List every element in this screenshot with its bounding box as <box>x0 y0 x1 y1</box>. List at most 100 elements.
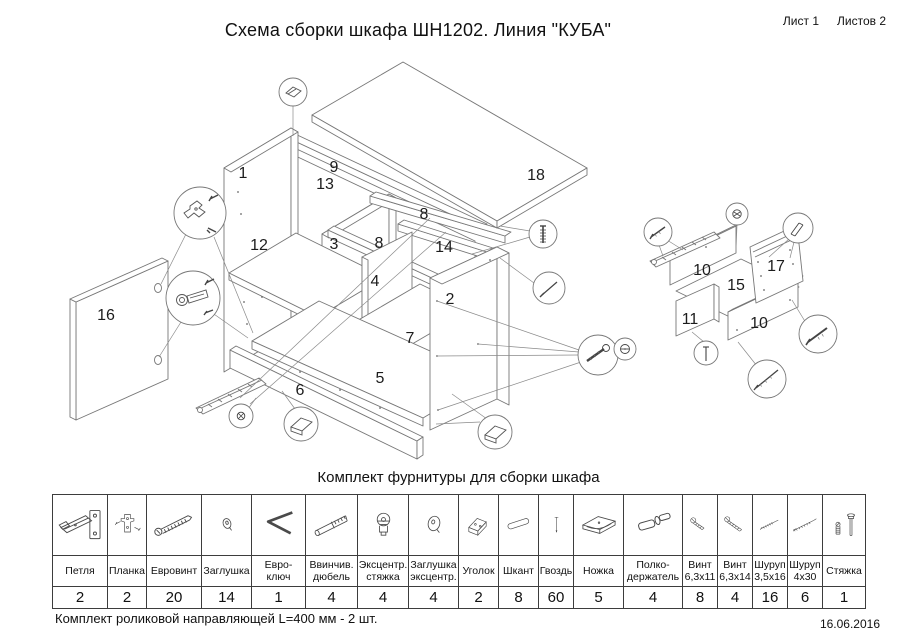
hardware-qty-cell: 8 <box>682 586 718 609</box>
page-title: Схема сборки шкафа ШН1202. Линия "КУБА" <box>224 20 612 40</box>
part-label-2: 2 <box>446 291 455 308</box>
hardware-qty-cell: 4 <box>305 586 358 609</box>
hardware-icon-cell <box>822 494 866 556</box>
hardware-icon-cell <box>408 494 459 556</box>
sheets-total-label: Листов 2 <box>837 14 886 28</box>
hardware-icon-cell <box>107 494 147 556</box>
drawer-front-panel <box>749 224 804 304</box>
hardware-qty-cell: 60 <box>538 586 574 609</box>
hardware-icon-cell <box>146 494 202 556</box>
document-date: 16.06.2016 <box>819 617 880 631</box>
hardware-name-cell: Стяжка <box>822 555 866 587</box>
nail-icon <box>541 503 572 547</box>
hardware-icon-cell <box>458 494 499 556</box>
hexkey-icon <box>254 503 304 547</box>
pin-detail-circle <box>532 271 566 305</box>
part-label-8: 8 <box>375 235 384 252</box>
hardware-icon-cell <box>573 494 624 556</box>
part-label-13: 13 <box>316 176 334 193</box>
hardware-qty-cell: 1 <box>822 586 866 609</box>
hardware-name-cell: Винт 6,3х11 <box>682 555 718 587</box>
hardware-icon-cell <box>682 494 718 556</box>
hardware-table-title: Комплект фурнитуры для сборки шкафа <box>317 469 600 486</box>
hardware-name-cell: Ввинчив. дюбель <box>305 555 358 587</box>
bolt-detail-circle <box>798 314 838 354</box>
hardware-qty-cell: 4 <box>717 586 753 609</box>
hardware-icon-cell <box>357 494 409 556</box>
nail-detail-circle <box>693 340 719 366</box>
hardware-icon-cell <box>251 494 306 556</box>
hardware-name-cell: Полко- держатель <box>623 555 683 587</box>
hardware-name-cell: Евровинт <box>146 555 202 587</box>
hardware-qty-cell: 4 <box>357 586 409 609</box>
hardware-icon-cell <box>498 494 539 556</box>
hardware-icon-cell <box>538 494 574 556</box>
foot-detail-circle-right <box>477 414 513 450</box>
hardware-icon-cell <box>305 494 358 556</box>
hardware-icon-cell <box>52 494 108 556</box>
roller-slide-left <box>195 377 267 415</box>
part-label-16: 16 <box>97 307 115 324</box>
drill-hole-marks <box>237 191 794 411</box>
hardware-name-cell: Шуруп 3,5х16 <box>752 555 788 587</box>
part-label-10: 10 <box>693 262 711 279</box>
mounting-plate-detail-circle <box>173 186 227 240</box>
part-label-6: 6 <box>296 382 305 399</box>
plate-icon <box>110 503 145 547</box>
leader-lines <box>158 106 807 425</box>
hardware-qty-cell: 2 <box>52 586 108 609</box>
threaded-dowel-detail-circle <box>528 219 558 249</box>
cam-detail-circle-2 <box>725 202 749 226</box>
hinge-icon <box>55 503 106 547</box>
hardware-qty-cell: 5 <box>573 586 624 609</box>
detail-circles <box>165 77 838 450</box>
part-label-11: 11 <box>682 311 699 328</box>
roller-guide-note: Комплект роликовой направляющей L=400 мм… <box>55 611 378 626</box>
part-label-12: 12 <box>250 237 268 254</box>
eccentric-bolt-detail-circle <box>577 334 619 376</box>
hardware-icons-row <box>52 494 866 556</box>
hardware-name-cell: Эксцентр. стяжка <box>357 555 409 587</box>
hardware-name-cell: Шкант <box>498 555 539 587</box>
hardware-qty-cell: 20 <box>146 586 202 609</box>
foot-detail-circle-left <box>283 406 319 442</box>
hardware-name-cell: Ножка <box>573 555 624 587</box>
screw-short-icon <box>685 503 716 547</box>
hardware-name-cell: Планка <box>107 555 147 587</box>
hardware-qty-cell: 2 <box>458 586 499 609</box>
sheet-number-label: Лист 1 <box>782 14 819 28</box>
hardware-qty-cell: 14 <box>201 586 252 609</box>
part-label-17: 17 <box>767 258 785 275</box>
dowel-icon <box>501 503 537 547</box>
part-label-5: 5 <box>376 370 385 387</box>
hardware-name-cell: Заглушка <box>201 555 252 587</box>
connector-bolt-icon <box>825 503 864 547</box>
corner-bracket-icon <box>461 503 497 547</box>
rail-profile-detail-circle <box>782 212 814 244</box>
part-label-18: 18 <box>527 167 545 184</box>
cam-detail-circle <box>613 337 637 361</box>
euroscrew-icon <box>149 503 200 547</box>
hardware-qty-cell: 1 <box>251 586 306 609</box>
part-label-15: 15 <box>727 277 745 294</box>
hinge-detail-circle <box>165 270 221 326</box>
part-label-4: 4 <box>371 273 380 290</box>
hardware-icon-cell <box>201 494 252 556</box>
hardware-name-cell: Петля <box>52 555 108 587</box>
wood-screw-icon <box>790 503 821 547</box>
part-label-1: 1 <box>239 165 248 182</box>
left-shelf <box>228 232 386 325</box>
hardware-name-cell: Гвоздь <box>538 555 574 587</box>
hardware-icon-cell <box>717 494 753 556</box>
foot-icon <box>576 503 622 547</box>
eccentric-cam-icon <box>360 503 407 547</box>
part-label-9: 9 <box>330 159 339 176</box>
long-screw-detail-circle <box>747 359 787 399</box>
hardware-qty-cell: 2 <box>107 586 147 609</box>
hardware-icon-cell <box>752 494 788 556</box>
hardware-name-cell: Заглушка эксцентр. <box>408 555 459 587</box>
screw-dowel-icon <box>308 503 356 547</box>
